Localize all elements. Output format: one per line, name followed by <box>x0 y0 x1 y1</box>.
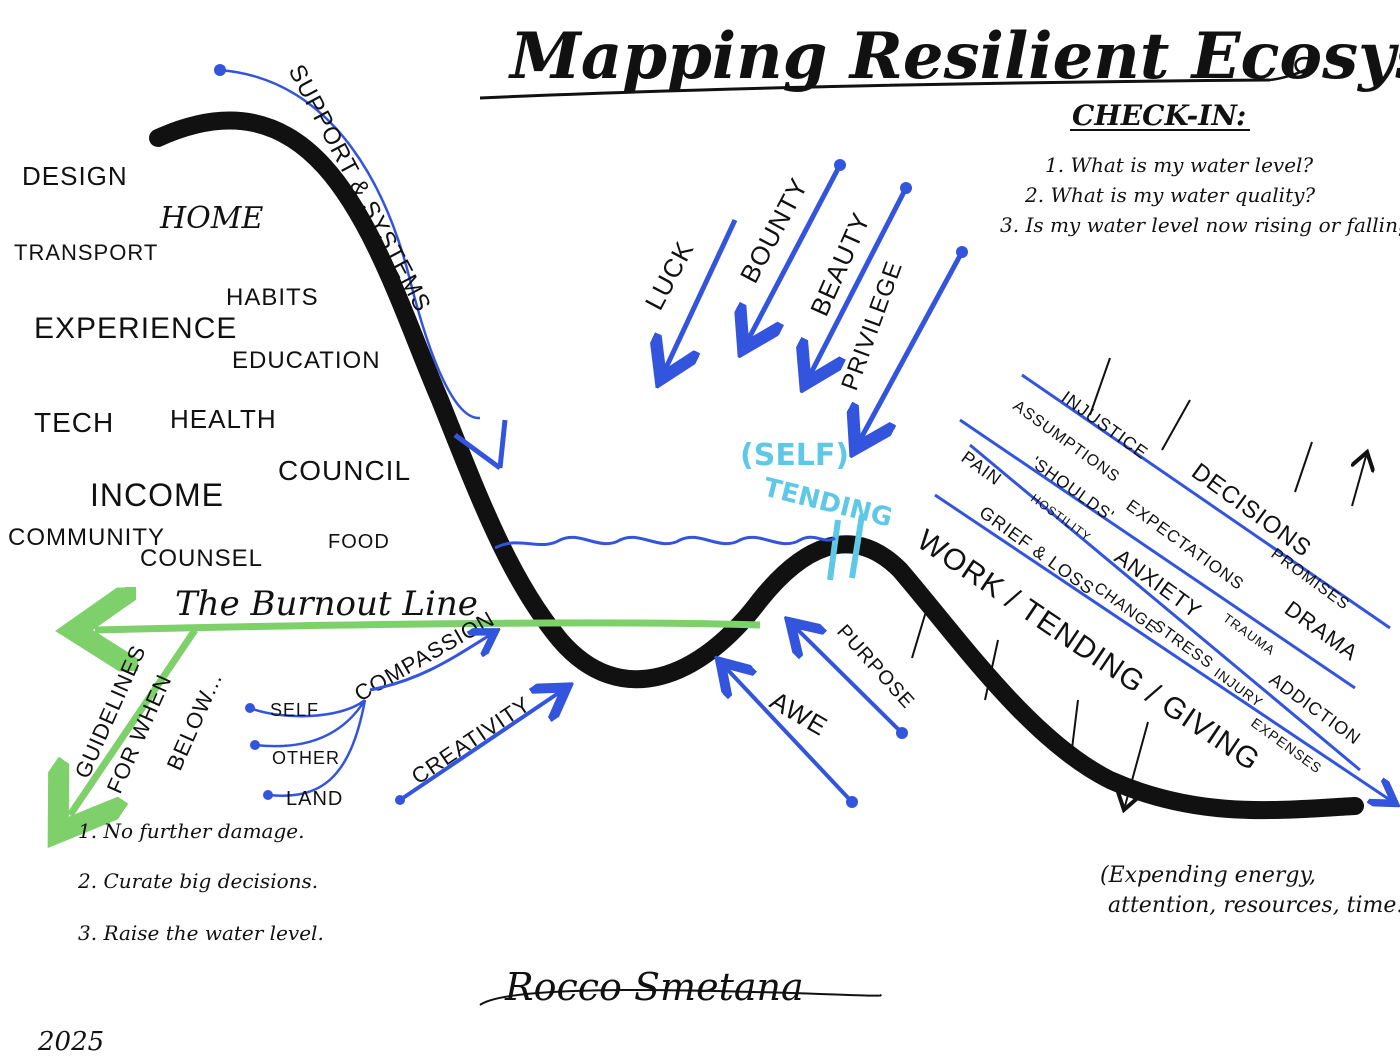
resource-health: HEALTH <box>170 404 277 434</box>
burnout-line-label: The Burnout Line <box>175 584 478 624</box>
compassion-branches <box>249 699 367 797</box>
self-tending-label-1: (SELF) <box>740 438 849 473</box>
guideline-item-2: 2. Curate big decisions. <box>77 869 318 893</box>
resource-habits: HABITS <box>226 284 319 311</box>
compassion-dot-self <box>245 703 255 713</box>
compassion-dot-other <box>250 740 260 750</box>
privilege-arrow <box>860 250 965 440</box>
title-flourish <box>1269 56 1316 82</box>
check-in-item-1: 1. What is my water level? <box>1045 153 1313 177</box>
water-ripples <box>494 535 836 550</box>
guidelines-arrow <box>70 628 198 815</box>
resource-home: HOME <box>159 201 263 236</box>
self-tending-marks <box>827 514 865 581</box>
support-arrow-head <box>453 419 508 471</box>
drain-drama: DRAMA <box>1280 596 1363 666</box>
resource-transport: TRANSPORT <box>14 240 158 265</box>
support-arrow <box>219 68 481 420</box>
inflow-awe: AWE <box>765 685 833 742</box>
resource-community: COMMUNITY <box>8 524 165 551</box>
check-in-heading: CHECK-IN: <box>1072 99 1246 132</box>
inflow-purpose: PURPOSE <box>832 621 918 714</box>
signature-flourish <box>479 988 882 1006</box>
compassion-target-land: LAND <box>286 788 343 810</box>
compassion-target-other: OTHER <box>272 748 340 768</box>
burnout-line <box>95 623 761 630</box>
drain-injury: INJURY <box>1211 664 1266 710</box>
drain-promises: PROMISES <box>1268 545 1353 613</box>
beauty-arrow <box>810 186 909 375</box>
outflow-arrows <box>911 597 1149 806</box>
awe-arrow <box>726 668 854 804</box>
inflow-bounty: BOUNTY <box>734 173 814 288</box>
inflow-luck: LUCK <box>639 236 700 315</box>
luck-arrow <box>665 218 738 370</box>
check-in-item-2: 2. What is my water quality? <box>1024 183 1315 207</box>
check-in-item-3: 3. Is my water level now rising or falli… <box>1000 213 1400 237</box>
guideline-item-3: 3. Raise the water level. <box>78 921 324 945</box>
compassion-target-self: SELF <box>270 700 319 720</box>
resource-experience: EXPERIENCE <box>34 312 237 345</box>
signature: Rocco Smetana <box>504 965 804 1009</box>
guideline-item-1: 1. No further damage. <box>78 819 304 843</box>
year: 2025 <box>37 1027 104 1057</box>
rising-arrows <box>1089 357 1366 507</box>
resource-council: COUNCIL <box>278 455 411 486</box>
support-systems-label: SUPPORT & SYSTEMS <box>283 60 437 317</box>
self-tending-label-2: TENDING <box>760 473 895 534</box>
resource-food: FOOD <box>328 531 390 553</box>
drain-arrows <box>934 373 1390 800</box>
bounty-arrow <box>748 163 843 340</box>
resource-education: EDUCATION <box>232 347 381 374</box>
compassion-arrow <box>369 635 490 692</box>
creativity-arrow <box>398 692 560 802</box>
resource-income: INCOME <box>90 477 224 513</box>
resource-design: DESIGN <box>22 161 128 191</box>
resource-counsel: COUNSEL <box>140 545 263 572</box>
inflow-creativity: CREATIVITY <box>407 691 535 789</box>
outflow-note-2: attention, resources, time...) <box>1108 893 1400 918</box>
purpose-arrow <box>796 628 904 735</box>
compassion-dot-land <box>263 790 273 800</box>
resource-tech: TECH <box>34 407 114 438</box>
drain-decisions: DECISIONS <box>1186 458 1316 563</box>
title-underline <box>479 78 1271 100</box>
outflow-note-1: (Expending energy, <box>1100 863 1316 888</box>
water-level-curve <box>149 111 1364 820</box>
